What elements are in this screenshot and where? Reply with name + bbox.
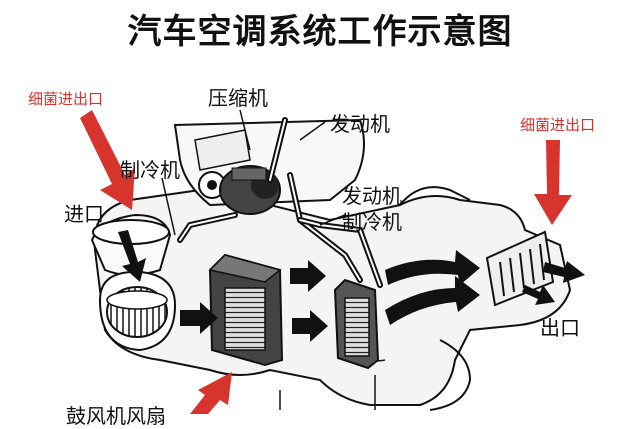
red-arrow-icon	[80, 110, 572, 414]
label-bottom-cut: 鼓风机风扇	[66, 404, 166, 428]
label-bacteria-inlet-left: 细菌进出口	[28, 90, 104, 108]
diagram-canvas: 汽车空调系统工作示意图 细菌进出口 细菌进出口 压缩机 发动机 制冷机 发动机 …	[28, 12, 596, 428]
label-bacteria-inlet-right: 细菌进出口	[520, 116, 596, 134]
evaporator-icon	[208, 253, 284, 367]
black-arrow-icon	[118, 230, 585, 342]
leader-lines	[161, 109, 376, 410]
label-outlet: 出口	[540, 316, 580, 340]
diagram-artwork	[80, 109, 585, 414]
label-engine-refrigerator-line1: 发动机	[342, 184, 402, 208]
page-title: 汽车空调系统工作示意图	[127, 12, 513, 52]
condenser-icon	[333, 278, 380, 370]
label-refrigerator: 制冷机	[120, 158, 180, 182]
blower-fan-icon	[98, 270, 177, 352]
label-engine: 发动机	[330, 112, 390, 136]
label-compressor: 压缩机	[208, 86, 268, 110]
compressor-icon	[219, 165, 281, 215]
label-engine-refrigerator-line2: 制冷机	[342, 210, 402, 234]
refrigerant-pipes	[177, 117, 383, 288]
vent-grille-icon	[485, 230, 555, 307]
label-inlet: 进口	[64, 202, 104, 226]
